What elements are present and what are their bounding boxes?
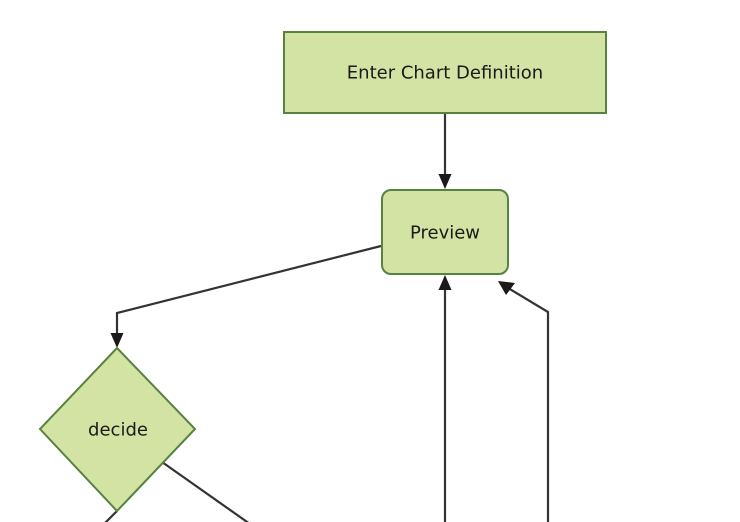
edge-bottom-to-preview-arrowhead <box>438 275 452 290</box>
edge-decide-down-left <box>104 510 118 522</box>
node-enter-chart-definition[interactable]: Enter Chart Definition <box>283 31 607 114</box>
edge-preview-to-decide-line <box>115 244 382 339</box>
edge-enter-to-preview-arrowhead <box>438 174 452 189</box>
edge-preview-to-decide <box>110 244 382 348</box>
edge-decide-down-right <box>161 461 250 522</box>
node-preview[interactable]: Preview <box>381 189 509 275</box>
node-decide[interactable]: decide <box>38 346 197 513</box>
edge-bottom-right-to-preview-line <box>507 287 550 522</box>
edge-bottom-right-to-preview-arrowhead <box>498 281 515 295</box>
node-preview-shape[interactable] <box>381 189 509 275</box>
node-enter-chart-definition-shape[interactable] <box>283 31 607 114</box>
edge-bottom-to-preview <box>438 275 452 522</box>
edge-decide-down-left-line <box>104 510 118 522</box>
edge-decide-down-right-line <box>161 461 250 522</box>
edge-enter-to-preview <box>438 114 452 189</box>
edge-bottom-right-to-preview <box>498 281 550 522</box>
edge-preview-to-decide-arrowhead <box>110 333 124 348</box>
node-decide-shape[interactable] <box>38 346 197 513</box>
